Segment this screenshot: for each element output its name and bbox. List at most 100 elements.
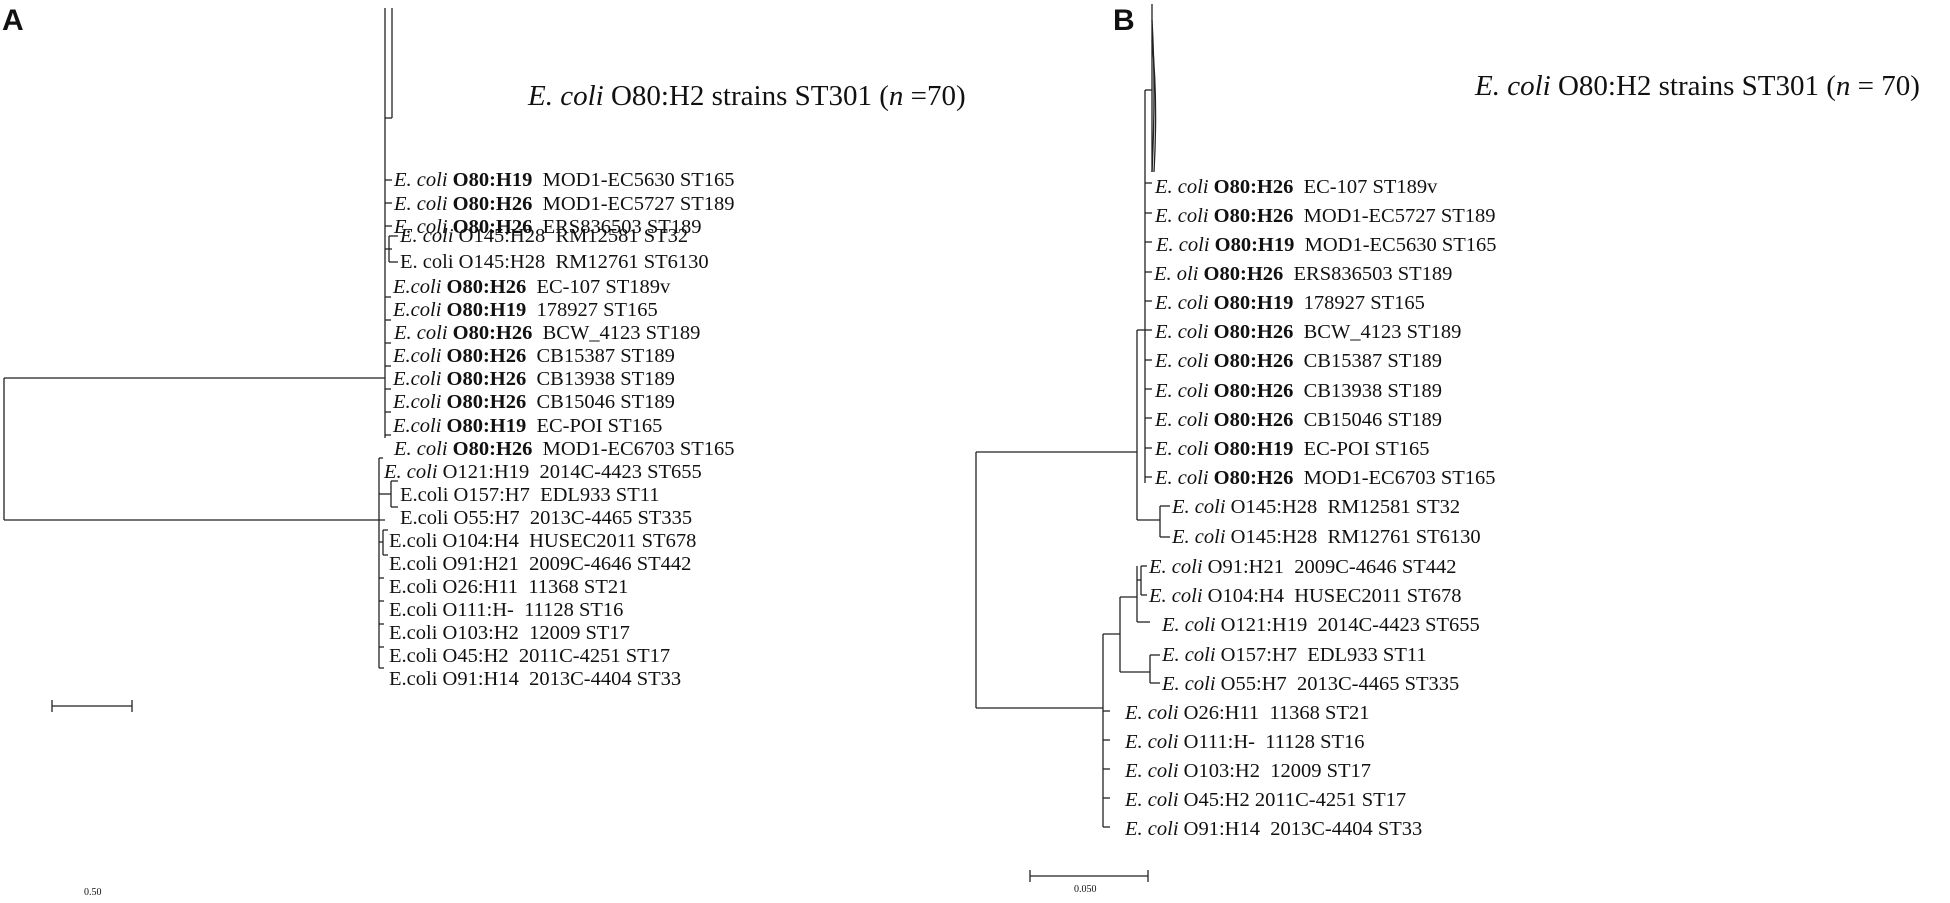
leaf-species: E. coli — [1125, 818, 1184, 840]
leaf-serotype: O80:H26 — [1213, 467, 1294, 489]
leaf-serotype: O145:H28 — [458, 225, 546, 247]
leaf-species: E. coli — [1155, 380, 1214, 402]
leaf-strain-st: EDL933 ST11 — [1296, 644, 1427, 666]
leaf-strain-st: 2014C-4423 ST655 — [529, 461, 702, 483]
leaf-strain-st: EC-107 ST189v — [526, 276, 671, 298]
leaf-label: E. coli O121:H19 2014C-4423 ST655 — [1162, 615, 1480, 636]
leaf-species: E. coli — [1125, 760, 1184, 782]
group-species: E. coli — [1475, 70, 1551, 102]
leaf-serotype: O111:H- — [1183, 731, 1256, 753]
leaf-serotype: O80:H26 — [1213, 380, 1294, 402]
leaf-label: E. coli O145:H28 RM12761 ST6130 — [400, 252, 709, 273]
leaf-label: E. coli O80:H26 MOD1-EC6703 ST165 — [394, 439, 735, 460]
leaf-label: E. coli O80:H26 CB15046 ST189 — [1155, 410, 1442, 431]
leaf-strain-st: EDL933 ST11 — [529, 484, 660, 506]
leaf-label: E. coli O80:H19 178927 ST165 — [1155, 293, 1425, 314]
leaf-species: E. coli — [1149, 585, 1208, 607]
leaf-serotype: O80:H26 — [452, 216, 533, 238]
leaf-label: E.coli O80:H26 CB15046 ST189 — [393, 392, 675, 413]
leaf-serotype: E.coli O91:H14 — [389, 668, 519, 690]
leaf-species: E.coli — [393, 345, 447, 367]
leaf-label: E. coli O80:H19 MOD1-EC5630 ST165 — [394, 170, 735, 191]
leaf-serotype: O45:H2 — [1183, 789, 1250, 811]
leaf-label: E.coli O111:H- 11128 ST16 — [389, 600, 623, 621]
leaf-serotype: O80:H26 — [446, 345, 527, 367]
group-count-open: ( — [879, 80, 889, 112]
leaf-serotype: O80:H26 — [452, 438, 533, 460]
group-count-value: =70) — [903, 80, 966, 112]
leaf-label: E.coli O26:H11 11368 ST21 — [389, 577, 628, 598]
leaf-species: E. coli — [394, 193, 453, 215]
leaf-label: E.coli O80:H26 CB15387 ST189 — [393, 346, 675, 367]
leaf-label: E.coli O80:H26 CB13938 ST189 — [393, 369, 675, 390]
leaf-serotype: O103:H2 — [1183, 760, 1260, 782]
leaf-strain-st: RM12581 ST32 — [545, 225, 689, 247]
leaf-strain-st: 2009C-4646 ST442 — [1283, 556, 1457, 578]
group-count-open: ( — [1826, 70, 1836, 102]
leaf-strain-st: RM12581 ST32 — [1317, 496, 1461, 518]
leaf-serotype: O121:H19 — [1220, 614, 1308, 636]
leaf-species: E. coli — [1155, 438, 1214, 460]
leaf-species: E. coli — [384, 461, 443, 483]
leaf-species: E. coli — [1125, 789, 1184, 811]
leaf-serotype: O26:H11 — [1183, 702, 1260, 724]
leaf-species: E. coli — [1155, 292, 1214, 314]
leaf-serotype: O80:H26 — [1213, 176, 1294, 198]
leaf-strain-st: 2011C-4251 ST17 — [508, 645, 671, 667]
leaf-species: E.coli — [393, 415, 447, 437]
leaf-serotype: O80:H26 — [446, 368, 527, 390]
leaf-strain-st: HUSEC2011 ST678 — [1283, 585, 1462, 607]
leaf-serotype: O145:H28 — [1230, 526, 1318, 548]
leaf-serotype: O121:H19 — [442, 461, 530, 483]
leaf-species: E. coli — [1155, 350, 1214, 372]
leaf-strain-st: RM12761 ST6130 — [545, 251, 709, 273]
leaf-strain-st: CB15046 ST189 — [526, 391, 675, 413]
leaf-serotype: O80:H26 — [1203, 263, 1284, 285]
leaf-serotype: E.coli O55:H7 — [400, 507, 520, 529]
leaf-label: E. coli O104:H4 HUSEC2011 ST678 — [1149, 586, 1461, 607]
group-serotype: O80:H2 strains ST301 — [1557, 70, 1819, 102]
leaf-strain-st: BCW_4123 ST189 — [532, 322, 701, 344]
leaf-serotype: E.coli O91:H21 — [389, 553, 519, 575]
leaf-serotype: E.coli O157:H7 — [400, 484, 530, 506]
panel-a-scale-label: 0.50 — [84, 887, 102, 898]
leaf-label: E.coli O80:H19 178927 ST165 — [393, 300, 658, 321]
leaf-strain-st: BCW_4123 ST189 — [1293, 321, 1462, 343]
leaf-serotype: O80:H19 — [1213, 292, 1294, 314]
leaf-serotype: O80:H19 — [452, 169, 533, 191]
leaf-serotype: O80:H19 — [1213, 438, 1294, 460]
leaf-strain-st: CB15387 ST189 — [1293, 350, 1443, 372]
tree-a-branches — [3, 8, 398, 712]
leaf-serotype: O91:H14 — [1183, 818, 1260, 840]
leaf-strain-st: EC-POI ST165 — [1293, 438, 1430, 460]
leaf-strain-st: 2014C-4423 ST655 — [1307, 614, 1480, 636]
leaf-strain-st: MOD1-EC5727 ST189 — [532, 193, 735, 215]
leaf-strain-st: HUSEC2011 ST678 — [518, 530, 697, 552]
leaf-label: E. coli O145:H28 RM12581 ST32 — [400, 226, 688, 247]
leaf-serotype: O80:H26 — [452, 193, 533, 215]
leaf-serotype: O80:H26 — [1213, 321, 1294, 343]
leaf-label: E. coli O26:H11 11368 ST21 — [1125, 703, 1369, 724]
leaf-strain-st: MOD1-EC5630 ST165 — [1294, 234, 1497, 256]
leaf-species: E. oli — [1154, 263, 1204, 285]
leaf-species: E. coli — [394, 438, 453, 460]
leaf-strain-st: 2013C-4465 ST335 — [1286, 673, 1460, 695]
leaf-label: E. coli O80:H19 EC-POI ST165 — [1155, 439, 1429, 460]
leaf-serotype: E.coli O26:H11 — [389, 576, 519, 598]
leaf-species: E. coli — [1125, 731, 1184, 753]
leaf-label: E. coli O80:H26 CB13938 ST189 — [1155, 381, 1442, 402]
leaf-serotype: E.coli O45:H2 — [389, 645, 509, 667]
leaf-strain-st: CB15046 ST189 — [1293, 409, 1443, 431]
leaf-label: E. coli O80:H26 EC-107 ST189v — [1155, 177, 1437, 198]
group-serotype: O80:H2 strains ST301 — [610, 80, 872, 112]
leaf-label: E.coli O80:H26 EC-107 ST189v — [393, 277, 670, 298]
leaf-strain-st: 12009 ST17 — [518, 622, 630, 644]
leaf-strain-st: EC-POI ST165 — [526, 415, 663, 437]
panel-b-collapsed-group-label: E. coli O80:H2 strains ST301 (n = 70) — [1475, 72, 1920, 101]
leaf-label: E. coli O80:H19 MOD1-EC5630 ST165 — [1156, 235, 1497, 256]
leaf-species: E.coli — [393, 276, 447, 298]
leaf-strain-st: 11128 ST16 — [513, 599, 624, 621]
group-count-value: = 70) — [1850, 70, 1920, 102]
leaf-serotype: O80:H26 — [1213, 350, 1294, 372]
leaf-strain-st: MOD1-EC5630 ST165 — [532, 169, 735, 191]
